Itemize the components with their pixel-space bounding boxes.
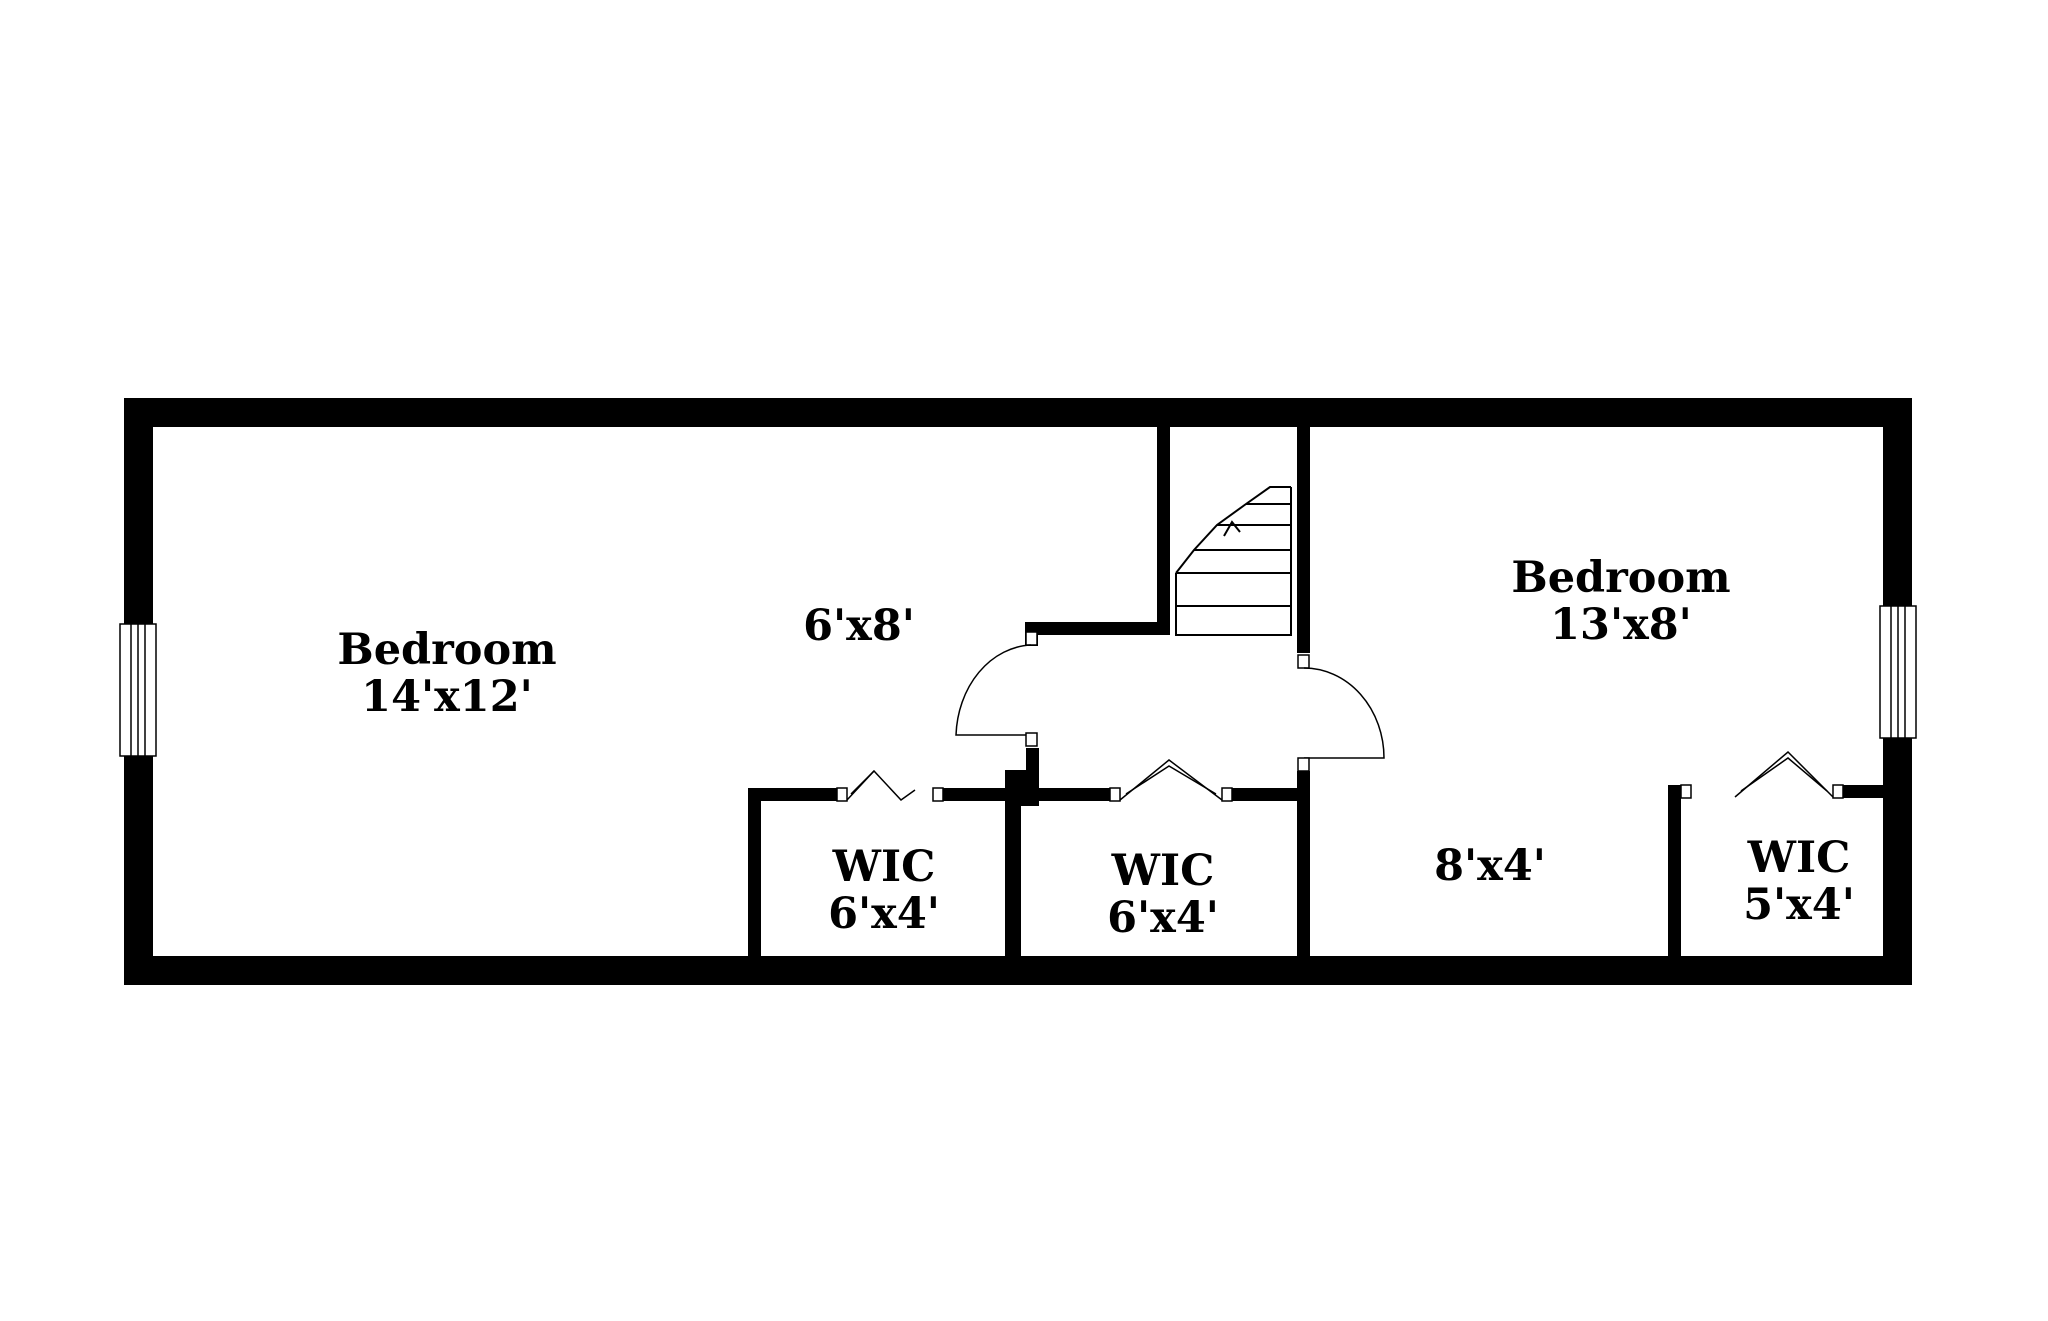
wall-bottom: [124, 956, 1912, 985]
wic1-wall-top-left: [748, 788, 837, 801]
bifold-door-wic3: [1680, 750, 1844, 799]
staircase: [1175, 486, 1292, 636]
wall-top: [124, 398, 1912, 427]
hall-size: 6'x8': [803, 601, 915, 651]
bedroom-right-size: 13'x8': [1550, 600, 1692, 650]
wic1-name: WIC: [832, 842, 936, 892]
hall-wall-upper: [1025, 622, 1170, 635]
closet-mid-size: 8'x4': [1434, 841, 1546, 891]
wic2-wall-top-left: [1021, 788, 1110, 801]
bedroom-right-name: Bedroom: [1511, 553, 1730, 603]
wic3-size: 5'x4': [1743, 880, 1855, 930]
door-hall-left: [955, 631, 1038, 747]
stair-walls: [1025, 427, 1310, 653]
bifold-door-wic2: [1109, 759, 1233, 802]
wic1-wall-top-right: [943, 788, 1005, 801]
wic3-name: WIC: [1747, 833, 1851, 883]
stair-wall-right: [1297, 427, 1310, 653]
window-left: [119, 623, 157, 757]
wic-divider: [1005, 770, 1021, 956]
wic1-wall-left: [748, 788, 761, 956]
wic2-wall-right: [1297, 771, 1310, 956]
wic2-size: 6'x4': [1107, 893, 1219, 943]
wic3-wall-left: [1668, 785, 1681, 956]
stair-wall-left: [1157, 427, 1170, 635]
bifold-door-wic1: [836, 769, 944, 802]
wic2-name: WIC: [1111, 846, 1215, 896]
door-hall-right: [1297, 654, 1385, 772]
wic2-wall-top-right: [1232, 788, 1310, 801]
wic-center-stem: [1026, 748, 1039, 778]
bedroom-left-name: Bedroom: [337, 625, 556, 675]
wic1-size: 6'x4': [828, 889, 940, 939]
wic-walls: [748, 748, 1883, 956]
window-right: [1879, 605, 1917, 739]
wic3-wall-top-right: [1843, 785, 1883, 798]
bedroom-left-size: 14'x12': [361, 672, 533, 722]
exterior-walls: [124, 398, 1912, 985]
